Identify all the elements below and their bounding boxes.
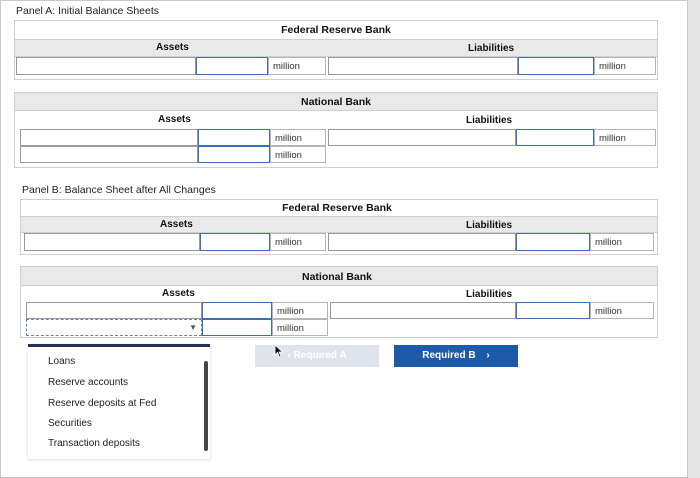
panel-b-nb-asset-unit-2: million — [272, 319, 328, 336]
dropdown-option-reserve-accounts[interactable]: Reserve accounts — [48, 377, 129, 388]
panel-b-nb-liabilities-heading: Liabilities — [466, 289, 513, 300]
panel-a-frb-asset-account-select[interactable] — [16, 57, 196, 75]
panel-b-nb-liability-account-select[interactable] — [330, 302, 516, 319]
prev-required-a-button[interactable]: ‹ Required A — [255, 345, 379, 367]
dropdown-option-loans[interactable]: Loans — [48, 356, 76, 367]
panel-b-frb-assets-heading: Assets — [160, 219, 193, 230]
panel-b-nb-asset-account-select-2[interactable]: ▼ — [26, 319, 202, 336]
panel-b-nb-asset-account-select-1[interactable] — [26, 302, 202, 319]
panel-b-nb-asset-unit-1: million — [272, 302, 328, 319]
panel-a-nb-asset-account-select-2[interactable] — [20, 146, 198, 163]
panel-a-nb-liability-account-select[interactable] — [328, 129, 516, 146]
panel-b-frb-liability-account-select[interactable] — [328, 233, 516, 251]
panel-b-nb-liability-unit: million — [590, 302, 654, 319]
panel-b-nb-liability-amount-input[interactable] — [516, 302, 590, 319]
panel-a-nb-asset-unit-1: million — [270, 129, 326, 146]
prev-button-label: Required A — [293, 350, 347, 361]
panel-b-nb-asset-amount-input-2[interactable] — [202, 319, 272, 336]
panel-b-nb-asset-amount-input-1[interactable] — [202, 302, 272, 319]
panel-b-frb-liability-amount-input[interactable] — [516, 233, 590, 251]
panel-a-frb-liabilities-heading: Liabilities — [468, 43, 515, 54]
next-button-label: Required B — [422, 350, 476, 361]
panel-a-frb-header-band — [14, 39, 658, 57]
panel-a-nb-liabilities-heading: Liabilities — [466, 115, 513, 126]
panel-b-frb-asset-unit: million — [270, 233, 326, 251]
panel-a-nb-assets-heading: Assets — [158, 114, 191, 125]
panel-a-nb-asset-account-select-1[interactable] — [20, 129, 198, 146]
panel-a-nb-asset-unit-2: million — [270, 146, 326, 163]
panel-a-frb-asset-amount-input[interactable] — [196, 57, 268, 75]
panel-a-nb-title-band — [14, 92, 658, 111]
account-dropdown-menu: Loans Reserve accounts Reserve deposits … — [28, 344, 210, 459]
dropdown-scrollbar[interactable] — [204, 361, 208, 451]
panel-a-title: Panel A: Initial Balance Sheets — [16, 5, 160, 17]
mouse-cursor-icon — [274, 344, 284, 358]
panel-a-nb-liability-unit: million — [594, 129, 656, 146]
panel-b-nb-title-band — [20, 266, 658, 286]
panel-a-frb-assets-heading: Assets — [156, 42, 189, 53]
panel-b-frb-asset-account-select[interactable] — [24, 233, 200, 251]
panel-b-title: Panel B: Balance Sheet after All Changes — [22, 184, 216, 196]
panel-a-nb-asset-amount-input-2[interactable] — [198, 146, 270, 163]
panel-b-frb-liability-unit: million — [590, 233, 654, 251]
dropdown-option-transaction-deposits[interactable]: Transaction deposits — [48, 438, 140, 449]
dropdown-option-reserve-deposits-at-fed[interactable]: Reserve deposits at Fed — [48, 398, 157, 409]
panel-b-frb-title: Federal Reserve Bank — [282, 202, 392, 214]
panel-a-nb-liability-amount-input[interactable] — [516, 129, 594, 146]
panel-b-frb-asset-amount-input[interactable] — [200, 233, 270, 251]
chevron-down-icon: ▼ — [189, 323, 197, 332]
panel-a-nb-asset-amount-input-1[interactable] — [198, 129, 270, 146]
panel-a-nb-title: National Bank — [300, 96, 371, 108]
dropdown-option-securities[interactable]: Securities — [48, 418, 92, 429]
panel-b-frb-liabilities-heading: Liabilities — [466, 220, 513, 231]
chevron-right-icon: › — [486, 350, 490, 361]
panel-a-frb-title: Federal Reserve Bank — [281, 24, 391, 36]
panel-b-nb-title: National Bank — [301, 271, 372, 283]
panel-a-frb-liability-account-select[interactable] — [328, 57, 518, 75]
panel-a-frb-liability-unit: million — [594, 57, 656, 75]
chevron-left-icon: ‹ — [287, 350, 291, 361]
panel-a-frb-liability-amount-input[interactable] — [518, 57, 594, 75]
panel-b-frb-header-band — [20, 216, 658, 233]
panel-a-frb-asset-unit: million — [268, 57, 326, 75]
next-required-b-button[interactable]: Required B › — [394, 345, 518, 367]
panel-b-nb-assets-heading: Assets — [162, 288, 195, 299]
